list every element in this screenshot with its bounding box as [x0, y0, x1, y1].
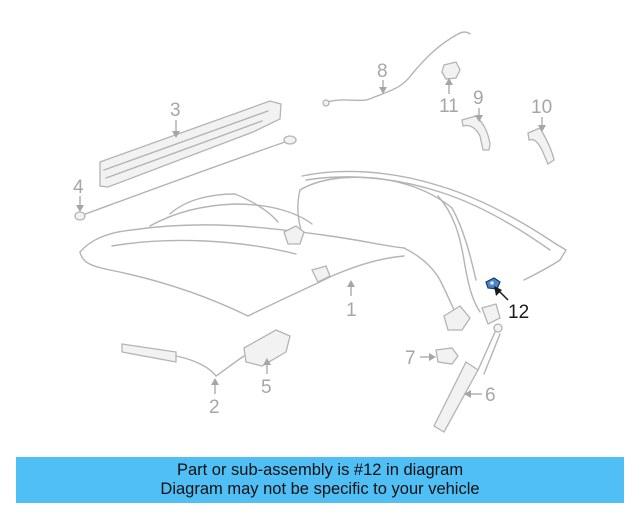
leaders [76, 78, 546, 398]
part-4-cable [74, 135, 297, 221]
callout-12: 12 [508, 302, 529, 323]
part-11-clip [441, 61, 461, 80]
part-12-highlighted [485, 277, 501, 290]
callout-10: 10 [531, 97, 552, 118]
callout-11: 11 [439, 96, 459, 117]
callout-1: 1 [346, 300, 357, 321]
part-2-cylinder [121, 343, 217, 377]
part-3-trim-strip [99, 100, 282, 188]
part-8-cable [322, 31, 471, 107]
banner-line-2: Diagram may not be specific to your vehi… [160, 480, 480, 498]
callout-8: 8 [377, 61, 388, 82]
callout-2: 2 [209, 397, 220, 418]
part-7-clip [435, 347, 459, 365]
callout-7: 7 [405, 348, 416, 369]
callout-3: 3 [170, 100, 181, 121]
part-10-bracket [527, 127, 555, 165]
callout-5: 5 [261, 377, 272, 398]
parts-diagram: 3 4 8 11 9 10 1 2 5 7 6 12 [73, 31, 567, 433]
callout-4: 4 [73, 177, 84, 198]
callout-9: 9 [473, 88, 484, 109]
banner-line-1: Part or sub-assembly is #12 in diagram [176, 461, 464, 479]
callout-6: 6 [485, 385, 496, 406]
part-5-motor [215, 329, 291, 377]
part-6-strut [433, 323, 503, 433]
part-9-bracket [461, 115, 491, 151]
part-1-top-frame [79, 170, 567, 331]
info-banner: Part or sub-assembly is #12 in diagram D… [16, 457, 624, 503]
